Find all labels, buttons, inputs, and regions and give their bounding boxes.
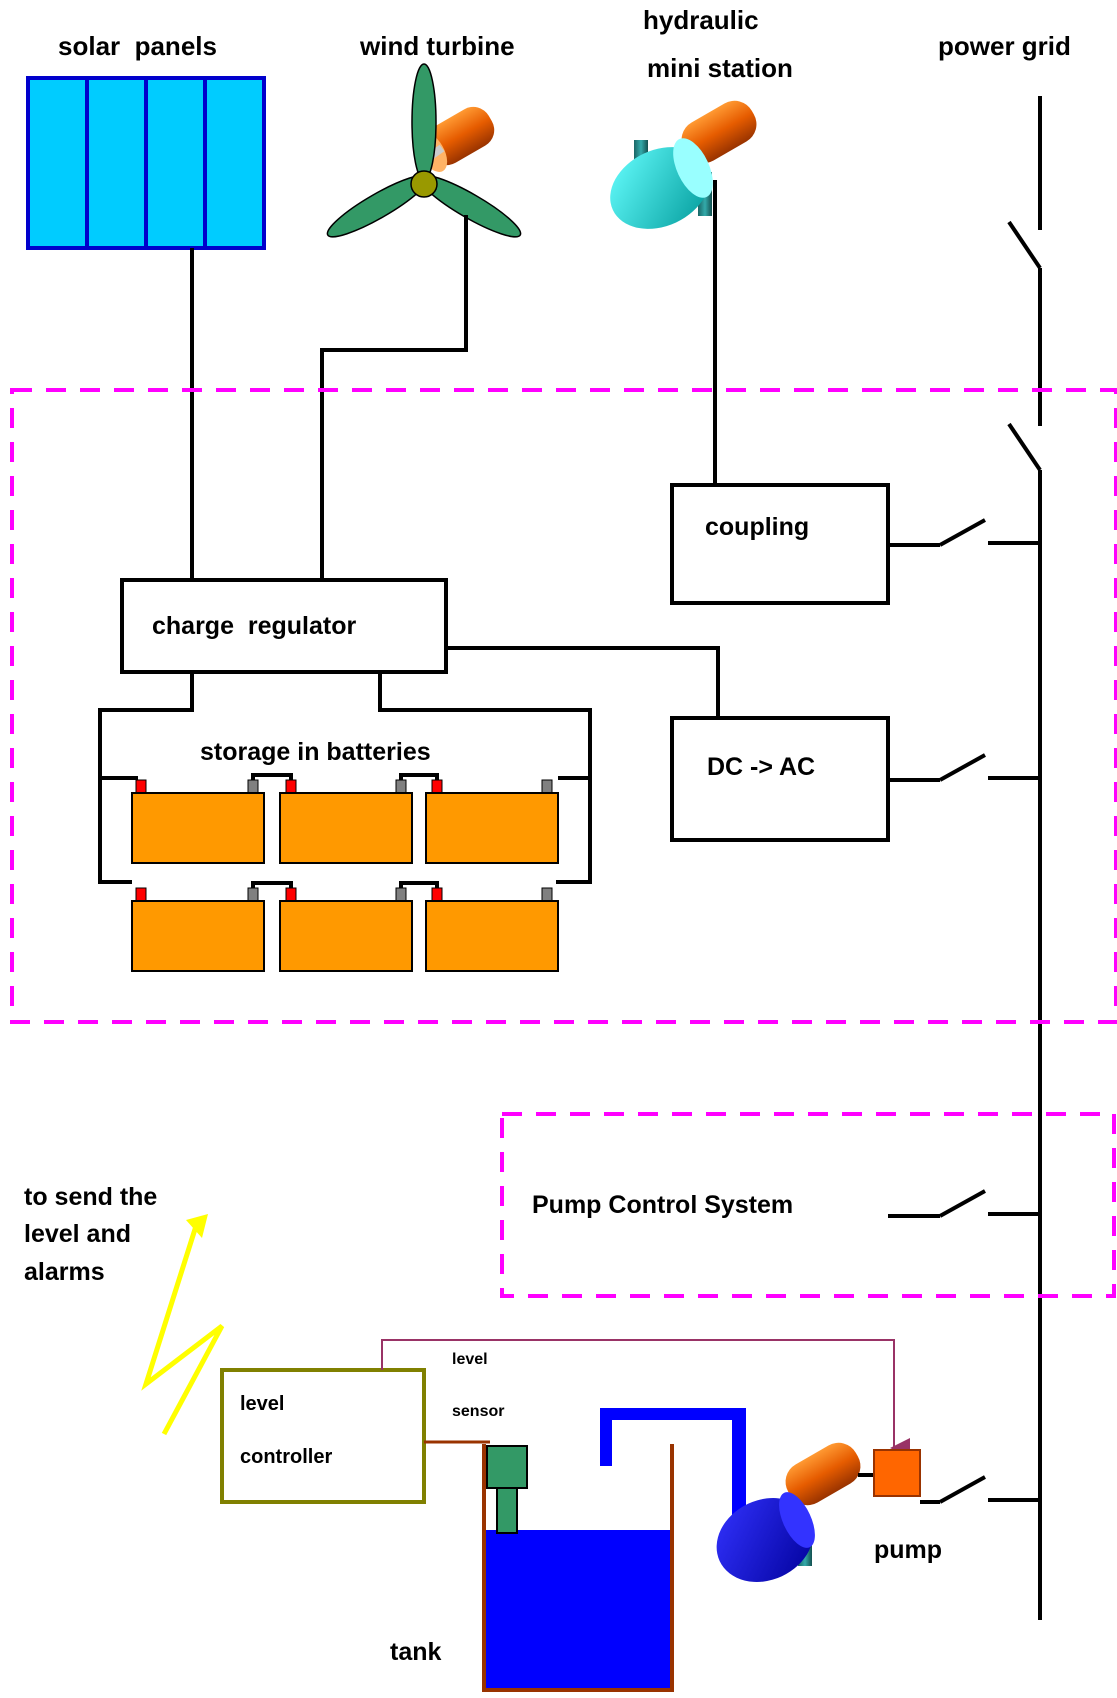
storage-system-frame [10,388,1117,1024]
hydraulic-label-line1: hydraulic [643,5,759,35]
lightning-icon [141,1214,225,1436]
pump-contactor-box [873,1449,921,1497]
wind-wire [320,215,468,580]
pump-motor-icon [716,1442,861,1582]
pump-control-system-frame [500,1112,1116,1298]
coupling-box [670,483,890,605]
battery-bank [98,672,592,972]
level-sensor-label-line2: sensor [452,1403,504,1420]
battery-icon [279,779,413,864]
level-controller-label-line1: level [240,1393,284,1415]
hydraulic-label-line2: mini station [647,53,793,83]
charge-regulator-label: charge regulator [152,612,356,640]
tank-label: tank [390,1638,442,1666]
level-sensor-label-line1: level [452,1351,488,1368]
regulator-to-inverter-wire [446,646,720,718]
hydraulic-mini-station-icon [610,100,757,229]
level-controller-label-line2: controller [240,1446,332,1468]
battery-icon [425,779,559,864]
coupling-switch [888,518,1040,547]
dc-ac-label: DC -> AC [707,753,815,781]
pump-control-system-label: Pump Control System [532,1191,793,1219]
level-sensor-icon [486,1445,528,1534]
send-note-line2: level and [24,1220,131,1248]
storage-batteries-label: storage in batteries [200,738,431,766]
level-controller-box [220,1368,426,1504]
pump-switch [920,1475,1040,1504]
power-grid-bus [1007,96,1042,1620]
wind-turbine-icon [326,63,522,238]
battery-icon [131,779,265,864]
pump-label: pump [874,1536,942,1564]
coupling-label: coupling [705,513,809,541]
battery-icon [131,887,265,972]
battery-icon [425,887,559,972]
battery-icon [279,887,413,972]
send-note-line1: to send the [24,1183,157,1211]
wind-turbine-label: wind turbine [359,31,515,61]
send-note-line3: alarms [24,1258,105,1286]
tank-icon [482,1444,674,1692]
pump-control-switch [888,1189,1040,1218]
solar-panels-label: solar panels [58,31,217,61]
inverter-switch [888,753,1040,782]
charge-regulator-box [120,578,448,674]
solar-panels-icon [26,76,266,250]
power-grid-label: power grid [938,31,1071,61]
pump-signal-line [381,1339,910,1458]
